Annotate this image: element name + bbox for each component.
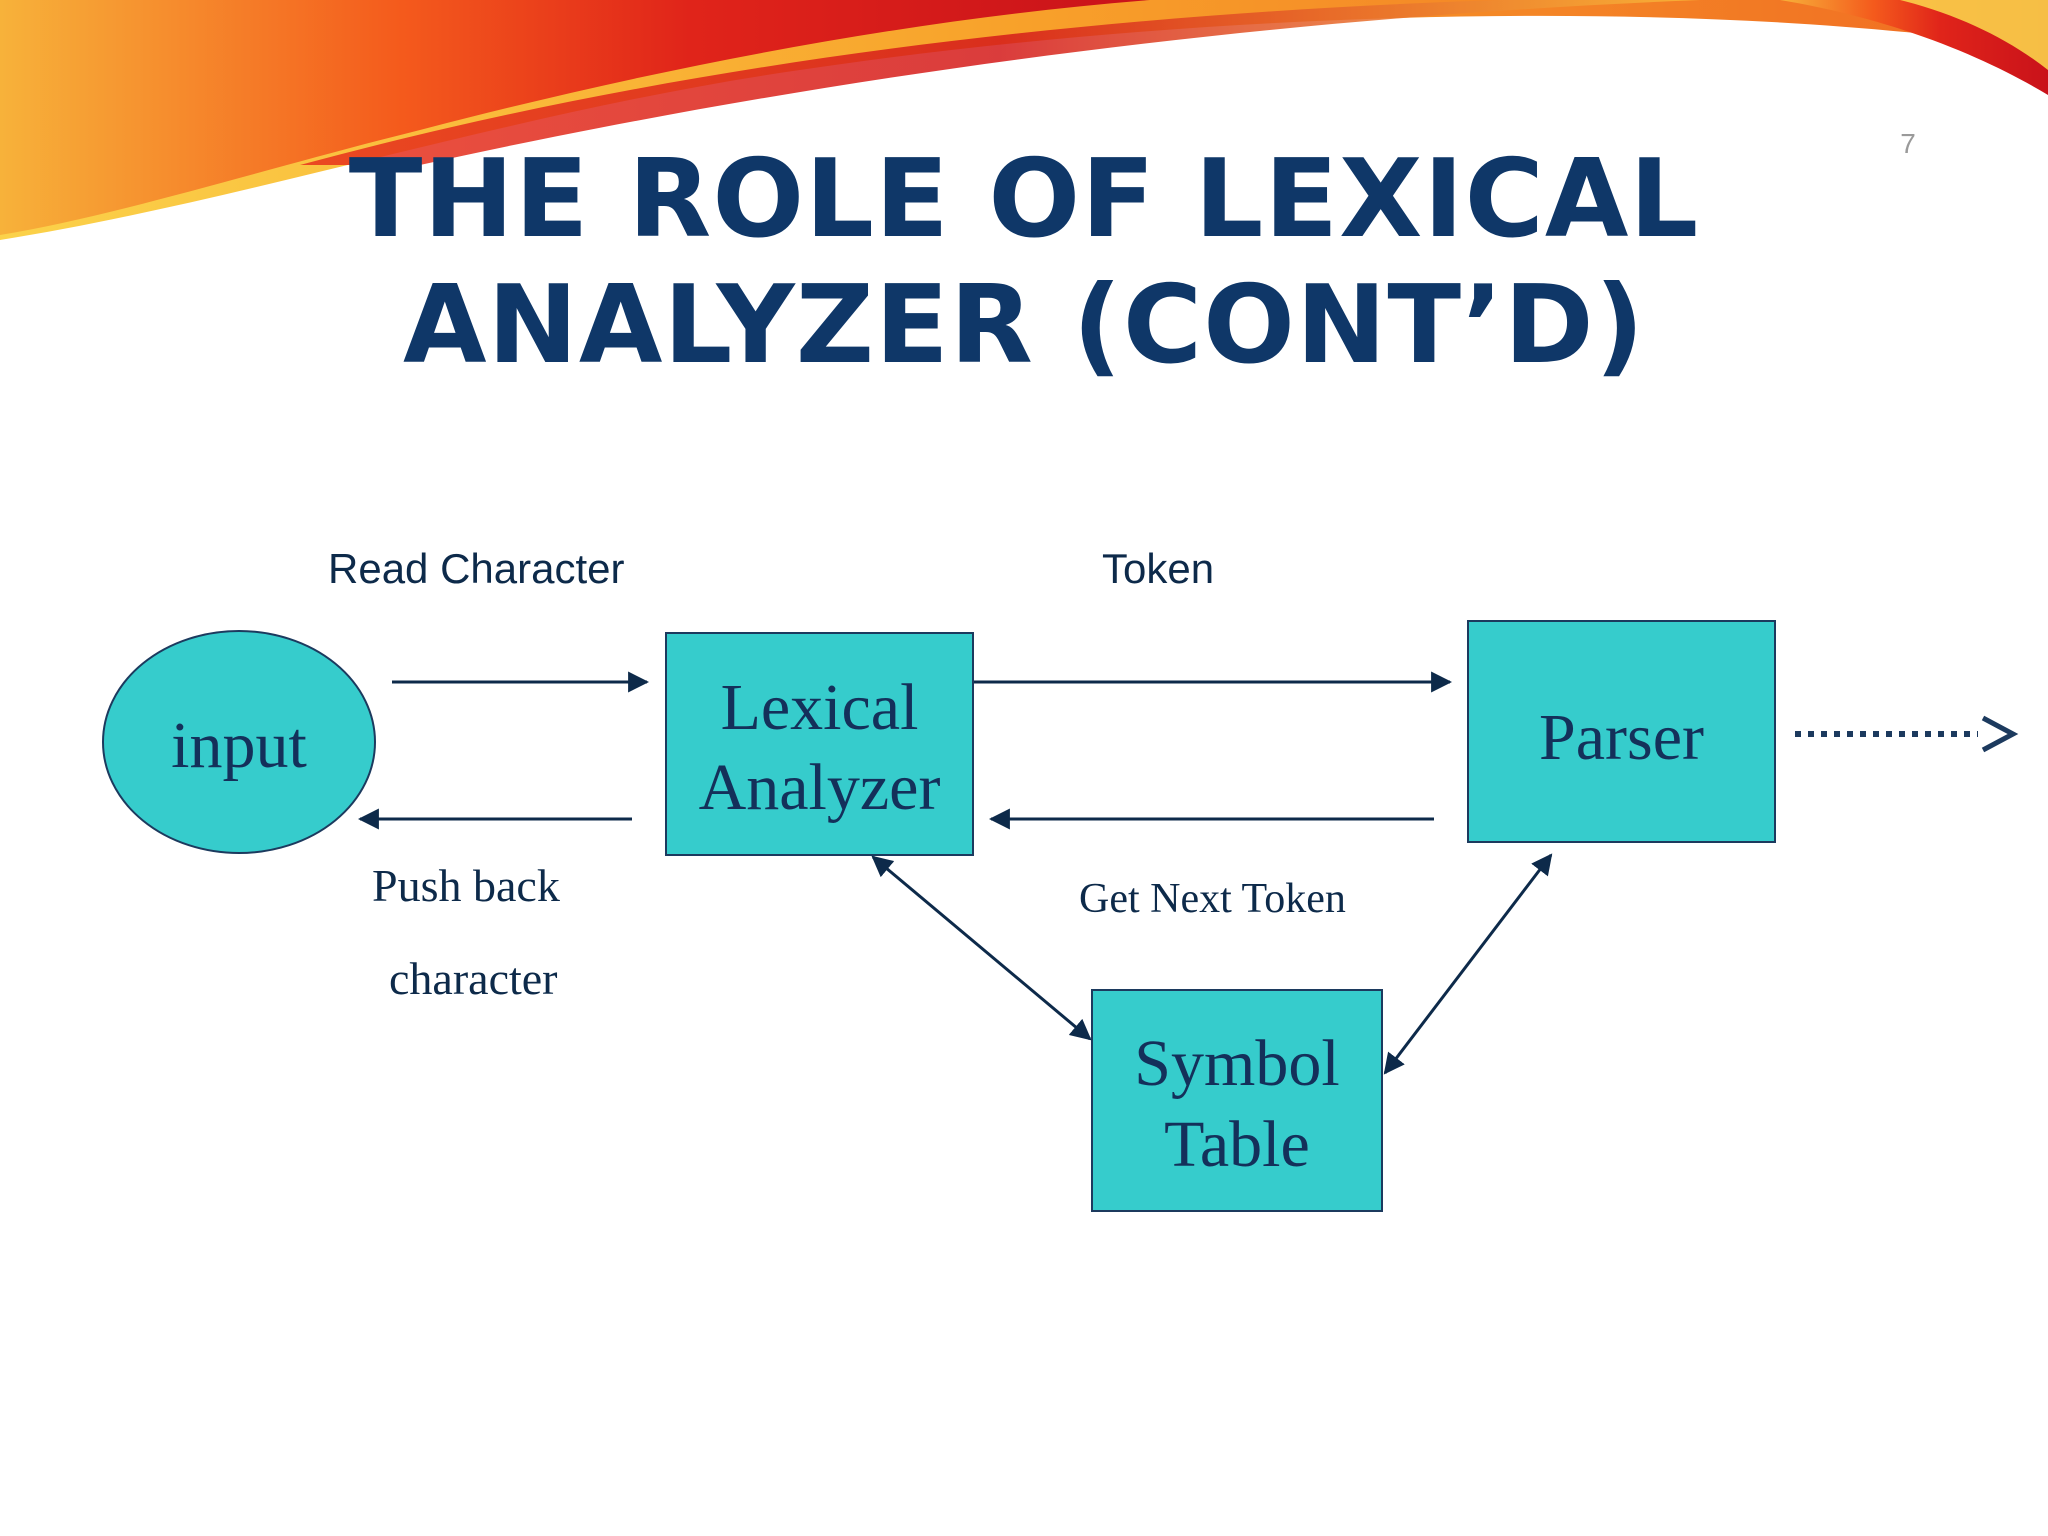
input-node	[102, 630, 376, 854]
read-character-label: Read Character	[328, 545, 625, 592]
input-node-label: input	[171, 709, 307, 782]
symbol-table-node	[1091, 989, 1383, 1212]
lexical-analyzer-node	[665, 632, 974, 856]
parser-output-arrowhead	[1981, 715, 2019, 753]
lexical-analyzer-label-line-2: Analyzer	[698, 751, 941, 824]
token-label: Token	[1102, 545, 1215, 592]
symbol-table-label-line-2: Table	[1164, 1108, 1310, 1181]
parser-node-label: Parser	[1539, 701, 1704, 774]
symbol-table-label-line-1: Symbol	[1134, 1027, 1340, 1100]
parser-node	[1467, 620, 1776, 843]
get-next-token-label: Get Next Token	[1079, 876, 1346, 922]
parser-symbol-arrow	[1383, 853, 1553, 1075]
push-back-label-line-2: character	[389, 953, 558, 1004]
lexical-analyzer-label-line-1: Lexical	[720, 671, 919, 744]
slide-title-line-2: ANALYZER (CONT’D)	[402, 263, 1646, 388]
lexical-symbol-arrow	[871, 855, 1092, 1041]
slide-title-line-1: THE ROLE OF LEXICAL	[348, 137, 1700, 262]
push-back-label-line-1: Push back	[372, 860, 560, 911]
decorative-swoosh	[0, 0, 2048, 240]
page-number: 7	[1900, 128, 1916, 159]
